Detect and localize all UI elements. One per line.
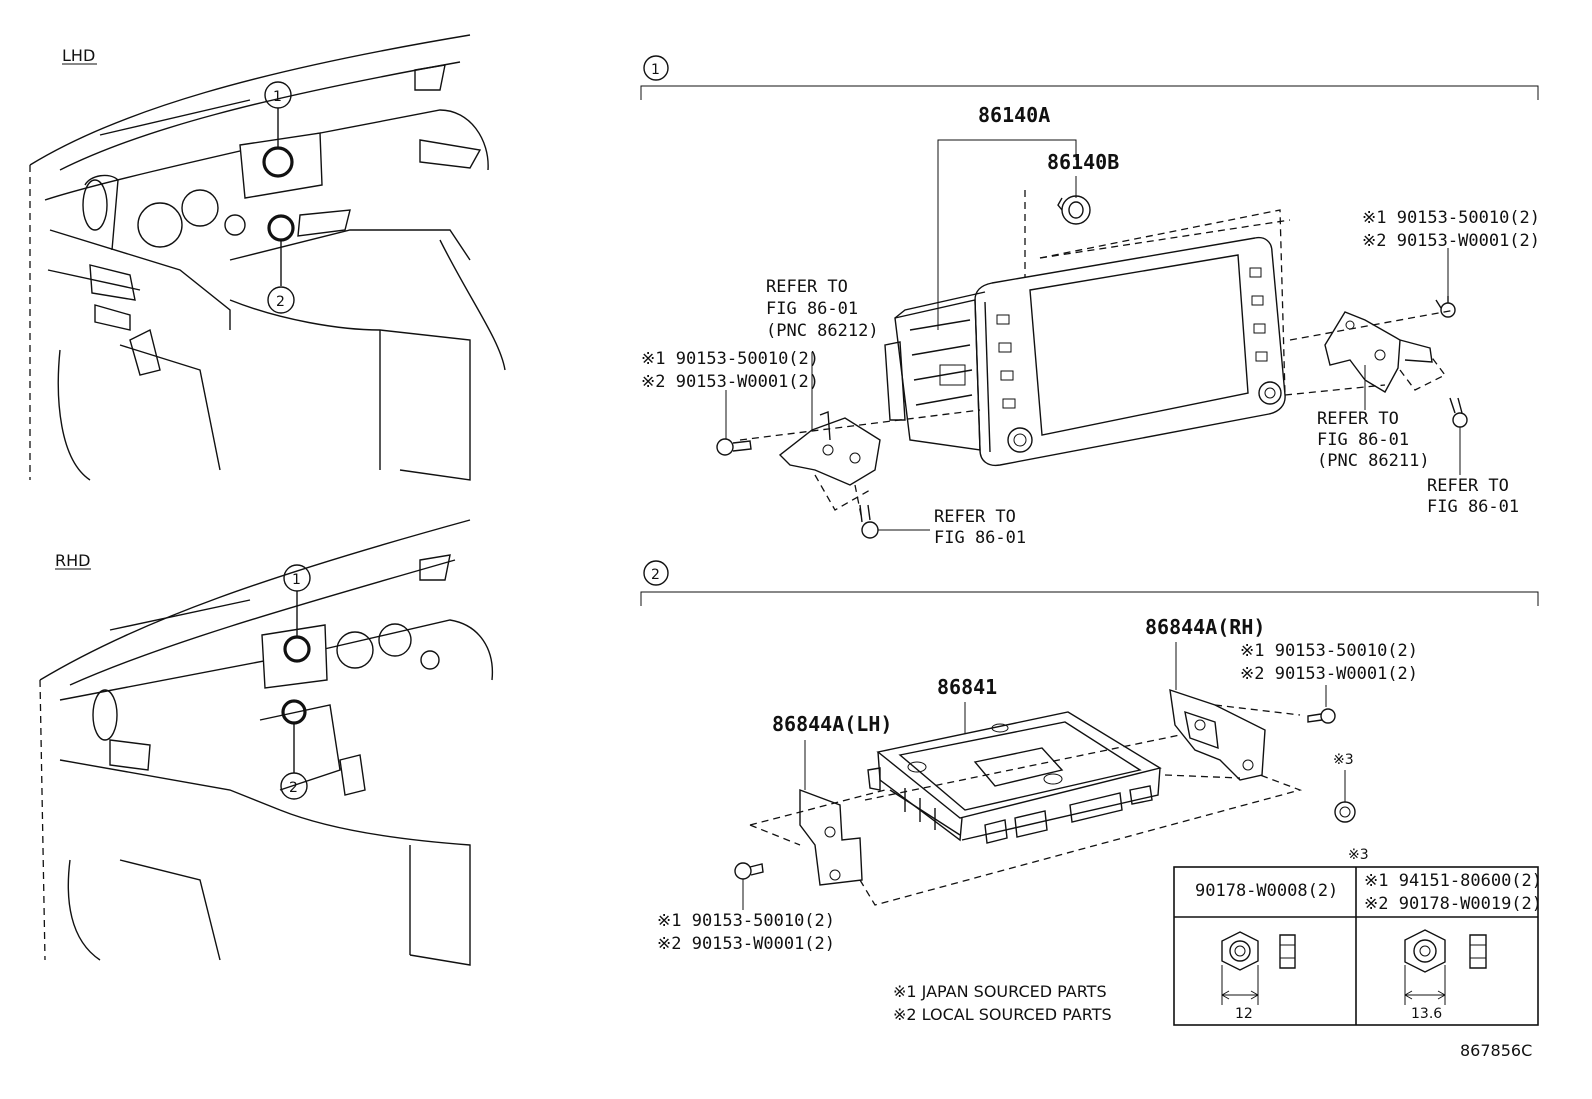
bolts-lh-2: ※2 90153-W0001(2) <box>657 934 835 954</box>
ref-right-bracket-1: REFER TO <box>1317 409 1399 429</box>
section-1-marker-circle <box>643 55 669 81</box>
bolt-icon <box>1320 708 1336 724</box>
nut-13-6mm-icon <box>1404 929 1487 1005</box>
left-screw <box>854 484 930 539</box>
lhd-display-location <box>262 146 294 178</box>
ref-left-screw-2: FIG 86-01 <box>934 528 1026 548</box>
receiver-unit <box>867 711 1162 844</box>
bolts-lh-1: ※1 90153-50010(2) <box>657 911 835 931</box>
bolts-rh-1: ※1 90153-50010(2) <box>1240 641 1418 661</box>
bolts-right-2: ※2 90153-W0001(2) <box>1362 231 1540 251</box>
ref-right-screw-2: FIG 86-01 <box>1427 497 1519 517</box>
bolts-left-1: ※1 90153-50010(2) <box>641 349 819 369</box>
left-bolt <box>716 390 752 456</box>
part-86841: 86841 <box>937 675 997 699</box>
nut-table: ※3 90178-W0008(2) ※1 94151-80600(2) ※2 9… <box>1173 847 1542 1026</box>
left-bracket <box>739 352 981 511</box>
lhd-receiver-location <box>267 214 295 242</box>
section-2-marker-circle <box>643 560 669 586</box>
ref-right-bracket-3: (PNC 86211) <box>1317 451 1430 471</box>
bolt-icon <box>1440 302 1456 318</box>
display-unit <box>884 190 1291 467</box>
note-local-sourced: ※2 LOCAL SOURCED PARTS <box>893 1005 1112 1024</box>
display-side-buttons-right <box>1249 267 1268 362</box>
rhd-label: RHD <box>55 551 90 570</box>
note-japan-sourced: ※1 JAPAN SOURCED PARTS <box>893 982 1107 1001</box>
bolts-rh-2: ※2 90153-W0001(2) <box>1240 664 1418 684</box>
figure-id: 867856C <box>1460 1041 1532 1060</box>
rhd-callout-2: 2 <box>289 780 298 796</box>
section-2-marker: 2 <box>651 567 660 583</box>
nut-12mm-icon <box>1221 931 1296 1005</box>
nut-callout: ※3 <box>1333 752 1354 768</box>
ref-right-bracket-2: FIG 86-01 <box>1317 430 1409 450</box>
nut-table-title: ※3 <box>1348 847 1369 863</box>
right-screw <box>1449 397 1468 475</box>
rhd-display-location <box>283 635 311 663</box>
section-2: 2 86844A(RH) ※1 90153-50010(2) ※2 90153-… <box>640 560 1542 1026</box>
rhd-callout-2-circle <box>280 772 308 800</box>
bolt-icon <box>716 438 734 456</box>
ref-left-bracket-2: FIG 86-01 <box>766 299 858 319</box>
ref-right-screw-1: REFER TO <box>1427 476 1509 496</box>
rhd-callout-1: 1 <box>292 572 301 588</box>
bolt-rh <box>1307 708 1336 724</box>
right-bracket <box>1284 309 1456 410</box>
lhd-callout-2-circle <box>267 286 295 314</box>
bolt-icon <box>734 862 752 880</box>
bracket-rh <box>1164 688 1301 781</box>
right-bolt-top <box>1435 248 1456 318</box>
bracket-lh <box>749 734 1303 906</box>
section-1: 1 86140A 86140B <box>640 55 1540 548</box>
nut-col2-header-1: ※1 94151-80600(2) <box>1364 871 1542 891</box>
lhd-view: LHD 1 2 <box>29 34 506 481</box>
lhd-callout-2: 2 <box>276 294 285 310</box>
part-86844A-RH: 86844A(RH) <box>1145 615 1265 639</box>
ref-left-screw-1: REFER TO <box>934 507 1016 527</box>
lhd-label: LHD <box>62 46 95 65</box>
bolts-right-1: ※1 90153-50010(2) <box>1362 208 1540 228</box>
nut-col2-header-2: ※2 90178-W0019(2) <box>1364 894 1542 914</box>
display-side-buttons-left <box>996 314 1016 409</box>
screw-icon <box>1452 412 1468 428</box>
bolt-lh <box>734 862 764 910</box>
rhd-view: RHD 1 2 <box>39 519 494 966</box>
tune-knob-icon <box>1258 381 1282 405</box>
volume-knob-icon <box>1007 427 1033 453</box>
nut-icon <box>1334 801 1356 823</box>
nut-3 <box>1334 770 1356 823</box>
part-86844A-LH: 86844A(LH) <box>772 712 892 736</box>
part-86140A: 86140A <box>978 103 1050 127</box>
knob-86140B <box>1057 195 1091 225</box>
nut-col1-dim: 12 <box>1235 1006 1253 1022</box>
ref-left-bracket-1: REFER TO <box>766 277 848 297</box>
nut-col1-header: 90178-W0008(2) <box>1195 881 1338 901</box>
section-1-marker: 1 <box>651 62 660 78</box>
bolts-left-2: ※2 90153-W0001(2) <box>641 372 819 392</box>
notes: ※1 JAPAN SOURCED PARTS ※2 LOCAL SOURCED … <box>893 982 1112 1024</box>
lhd-callout-1: 1 <box>273 89 282 105</box>
screw-icon <box>861 521 879 539</box>
part-86140B: 86140B <box>1047 150 1119 174</box>
ref-left-bracket-3: (PNC 86212) <box>766 321 879 341</box>
nut-col2-dim: 13.6 <box>1411 1006 1442 1022</box>
